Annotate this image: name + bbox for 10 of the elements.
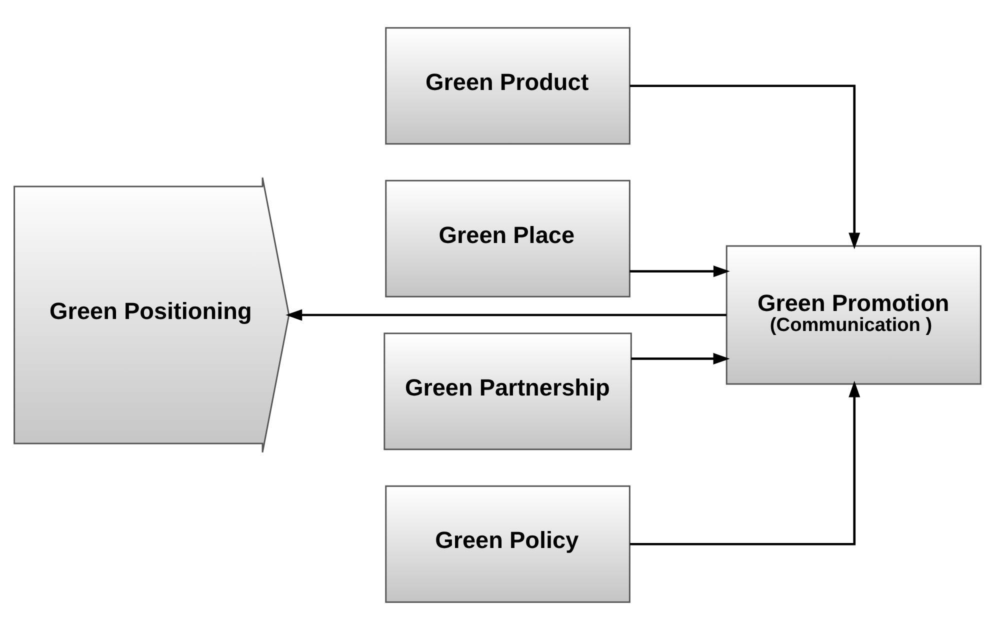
arrow xyxy=(630,84,860,250)
node-box: Green Policy xyxy=(385,485,630,603)
node-box: Green Place xyxy=(385,180,630,298)
node-box: Green Promotion (Communication ) xyxy=(726,245,982,385)
node-box: Green Partnership xyxy=(384,332,632,450)
arrow xyxy=(286,309,727,321)
arrow xyxy=(630,266,730,278)
arrow xyxy=(631,352,730,364)
node-box: Green Product xyxy=(385,27,630,145)
arrow xyxy=(630,380,860,546)
